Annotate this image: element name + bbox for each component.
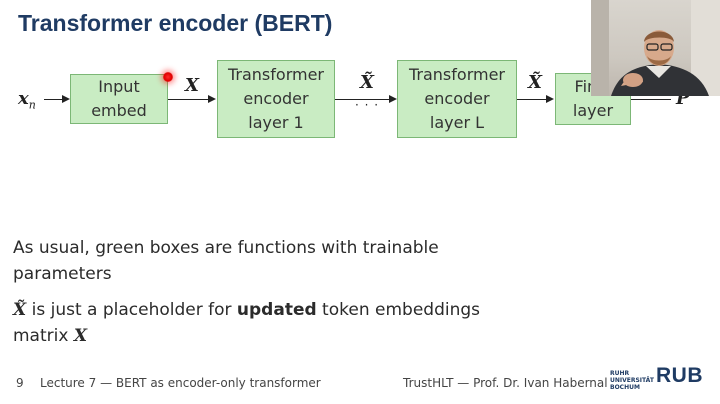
ellipsis: · · ·: [355, 98, 380, 112]
x-tilde-variable-2: X̃: [528, 72, 542, 93]
paragraph-placeholder: X̃ is just a placeholder for updated tok…: [13, 300, 480, 347]
arrow-input: [44, 99, 64, 100]
input-variable: xn: [18, 88, 36, 112]
rub-logo: RUB: [656, 364, 703, 387]
presenter-figure: [591, 0, 720, 96]
arrow-layerL-final: [517, 99, 547, 100]
paragraph-trainable: As usual, green boxes are functions with…: [13, 238, 439, 285]
arrow-head-embed: [208, 95, 216, 103]
x-variable: X: [185, 75, 199, 96]
arrow-head-input: [62, 95, 70, 103]
arrow-head-layer: [389, 95, 397, 103]
arrow-layer1-layerL: [335, 99, 390, 100]
x-tilde-variable-1: X̃: [360, 72, 374, 93]
lecture-footer: Lecture 7 — BERT as encoder-only transfo…: [40, 376, 321, 390]
laser-pointer: [163, 72, 173, 82]
author-footer: TrustHLT — Prof. Dr. Ivan Habernal: [403, 376, 608, 390]
arrow-output: [631, 99, 671, 100]
arrow-head-final: [546, 95, 554, 103]
slide-title: Transformer encoder (BERT): [18, 10, 333, 36]
page-number: 9: [16, 376, 24, 390]
presenter-webcam: [591, 0, 720, 96]
arrow-embed-layer1: [168, 99, 209, 100]
university-logo-text: RUHR UNIVERSITÄT BOCHUM: [610, 370, 654, 391]
